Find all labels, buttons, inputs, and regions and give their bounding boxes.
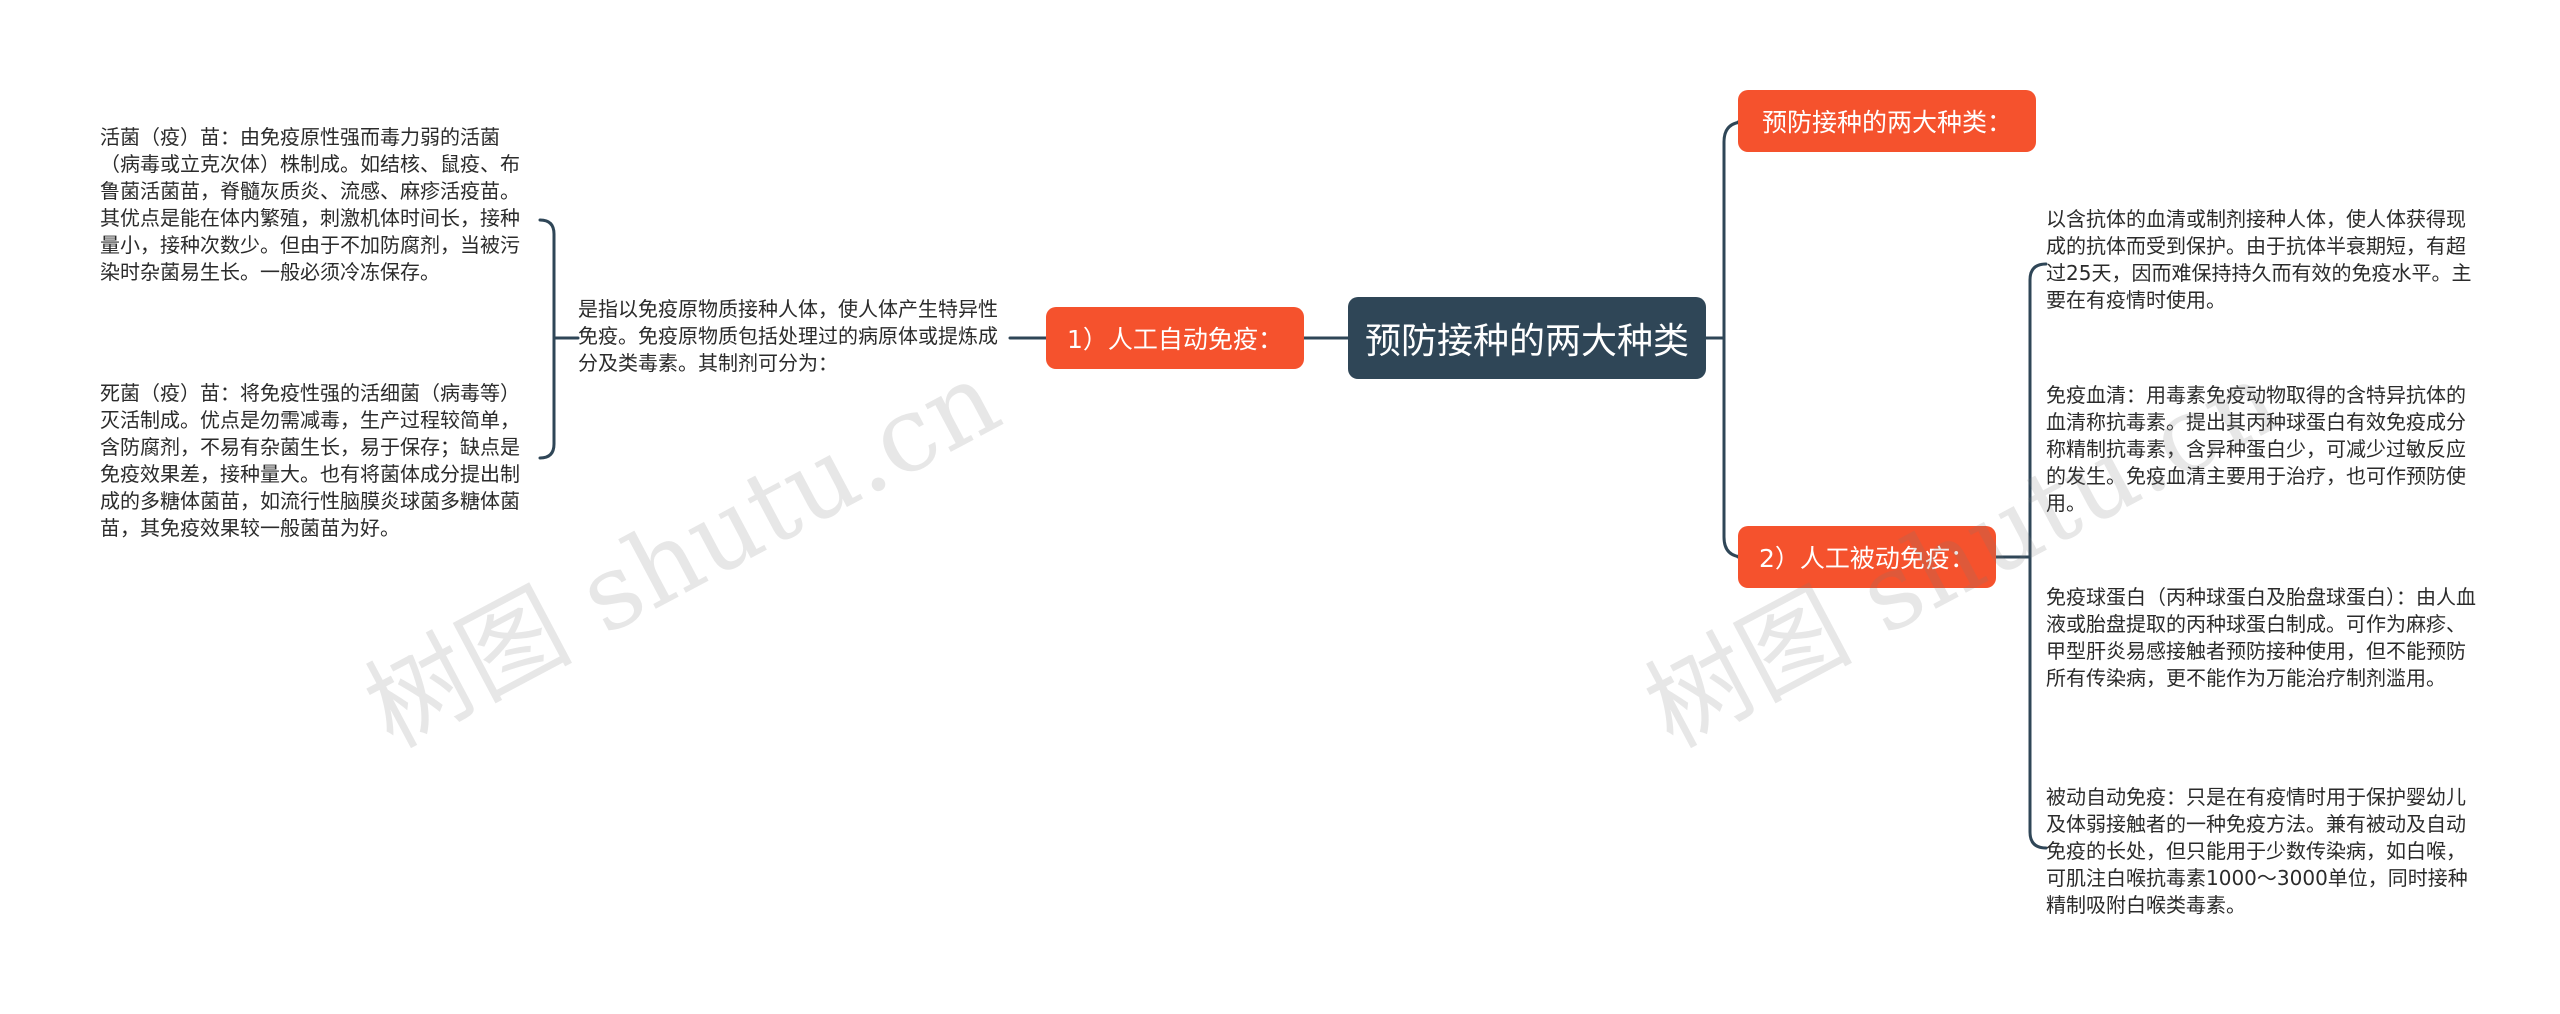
trunk-right	[1722, 120, 1746, 559]
bracket-active-children	[538, 218, 562, 460]
immune-serum-text: 免疫血清：用毒素免疫动物取得的含特异抗体的血清称抗毒素。提出其丙种球蛋白有效免疫…	[2046, 383, 2466, 515]
branch-two-types[interactable]: 预防接种的两大种类：	[1738, 90, 2036, 152]
branch-active-immunity[interactable]: 1）人工自动免疫：	[1046, 307, 1304, 369]
passive-definition-text: 以含抗体的血清或制剂接种人体，使人体获得现成的抗体而受到保护。由于抗体半衰期短，…	[2046, 207, 2472, 312]
dead-vaccine-text: 死菌（疫）苗：将免疫性强的活细菌（病毒等）灭活制成。优点是勿需减毒，生产过程较简…	[100, 381, 520, 540]
passive-active-immunity-text: 被动自动免疫：只是在有疫情时用于保护婴幼儿及体弱接触者的一种免疫方法。兼有被动及…	[2046, 785, 2468, 917]
root-node[interactable]: 预防接种的两大种类	[1348, 297, 1706, 379]
branch-passive-immunity[interactable]: 2）人工被动免疫：	[1738, 526, 1996, 588]
immunoglobulin-text: 免疫球蛋白（丙种球蛋白及胎盘球蛋白）：由人血液或胎盘提取的丙种球蛋白制成。可作为…	[2046, 585, 2476, 690]
active-definition-text: 是指以免疫原物质接种人体，使人体产生特异性免疫。免疫原物质包括处理过的病原体或提…	[578, 297, 998, 375]
bracket-passive-children	[2028, 262, 2048, 850]
live-vaccine-text: 活菌（疫）苗：由免疫原性强而毒力弱的活菌（病毒或立克次体）株制成。如结核、鼠疫、…	[100, 125, 520, 284]
